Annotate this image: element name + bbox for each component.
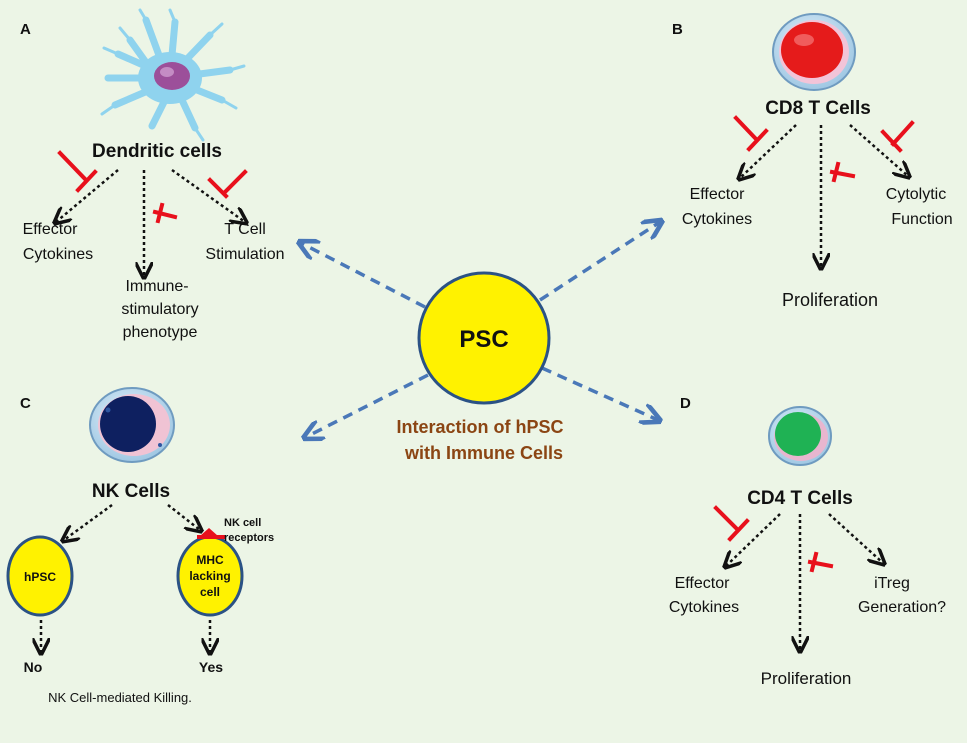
link-arrows (301, 222, 660, 437)
panel-a: A Dendritic cells Effector Cytokines T C… (20, 8, 285, 341)
center-caption-line2: with Immune Cells (404, 443, 563, 463)
arrow-b-cytolytic (849, 124, 908, 176)
psc-node: PSC (417, 271, 551, 405)
inhibitor-a-tcell (207, 169, 248, 199)
hpsc-target-cell: hPSC (6, 535, 74, 617)
inhibitor-a-effector (57, 150, 98, 193)
panel-d-title: CD4 T Cells (747, 488, 853, 509)
a-tcell-line1: T Cell (224, 221, 266, 238)
arrow-a-tcell (171, 168, 245, 222)
panel-a-title: Dendritic cells (92, 141, 222, 162)
panel-d: D CD4 T Cells Effector Cytokines iTreg G… (669, 395, 946, 688)
a-immune-line2: stimulatory (121, 301, 198, 318)
panel-letter-a: A (20, 21, 31, 38)
a-immune-line3: phenotype (123, 324, 198, 341)
a-effector-line1: Effector (23, 221, 79, 238)
d-effector-line1: Effector (675, 575, 731, 592)
inhibitor-b-proliferation (829, 161, 856, 183)
arrow-d-itreg (828, 513, 883, 563)
c-mhc-line2: lacking (189, 569, 230, 583)
a-immune-line1: Immune- (125, 278, 188, 295)
panel-c: C NK Cells hPSC MHC lacking cell NK cell… (6, 387, 274, 705)
c-yes-label: Yes (199, 659, 223, 675)
d-itreg-line2: Generation? (858, 599, 946, 616)
link-arrow-to-nk (306, 373, 429, 437)
nk-receptor-marker (197, 528, 225, 539)
d-proliferation: Proliferation (761, 669, 852, 688)
link-arrow-to-dendritic (301, 243, 426, 309)
arrow-c-hpsc (64, 503, 113, 540)
link-arrow-to-cd4 (541, 366, 658, 420)
inhibitor-b-effector (733, 115, 769, 152)
cd8-t-cell-icon (772, 13, 856, 91)
arrow-b-effector (740, 124, 797, 178)
psc-circle (417, 271, 551, 405)
mhc-lacking-target-cell: MHC lacking cell (176, 535, 244, 617)
d-itreg-line1: iTreg (874, 575, 910, 592)
inhibitor-d-effector (713, 505, 750, 542)
psc-label: PSC (459, 326, 508, 353)
panel-c-title: NK Cells (92, 481, 170, 502)
a-effector-line2: Cytokines (23, 246, 93, 263)
panel-letter-b: B (672, 21, 683, 38)
center-caption-line1: Interaction of hPSC (396, 417, 563, 437)
a-tcell-line2: Stimulation (205, 246, 284, 263)
inhibitor-d-proliferation (807, 551, 834, 573)
b-proliferation: Proliferation (782, 290, 878, 310)
inhibitor-b-cytolytic (880, 120, 915, 153)
panel-b: B CD8 T Cells Effector Cytokines Cytolyt… (672, 13, 953, 310)
panel-b-title: CD8 T Cells (765, 98, 871, 119)
c-no-label: No (24, 659, 43, 675)
c-mhc-line1: MHC (196, 553, 224, 567)
cd4-t-cell-icon (768, 406, 832, 466)
panel-letter-c: C (20, 395, 31, 412)
arrow-d-effector (726, 513, 781, 566)
arrow-a-effector (56, 169, 119, 222)
link-arrow-to-cd8 (539, 222, 660, 302)
c-killing-caption: NK Cell-mediated Killing. (48, 690, 192, 705)
b-effector-line1: Effector (690, 186, 746, 203)
b-cytolytic-line2: Function (891, 211, 952, 228)
b-effector-line2: Cytokines (682, 211, 752, 228)
dendritic-cell-icon (100, 8, 246, 142)
panel-letter-d: D (680, 395, 691, 412)
b-cytolytic-line1: Cytolytic (886, 186, 946, 203)
c-receptors-line2: receptors (224, 532, 274, 544)
c-hpsc-label: hPSC (24, 570, 56, 584)
d-effector-line2: Cytokines (669, 599, 739, 616)
c-mhc-line3: cell (200, 585, 220, 599)
inhibitor-a-immune (152, 202, 178, 224)
c-receptors-line1: NK cell (224, 517, 261, 529)
nk-cell-icon (89, 387, 175, 463)
arrow-c-mhc (167, 504, 200, 530)
